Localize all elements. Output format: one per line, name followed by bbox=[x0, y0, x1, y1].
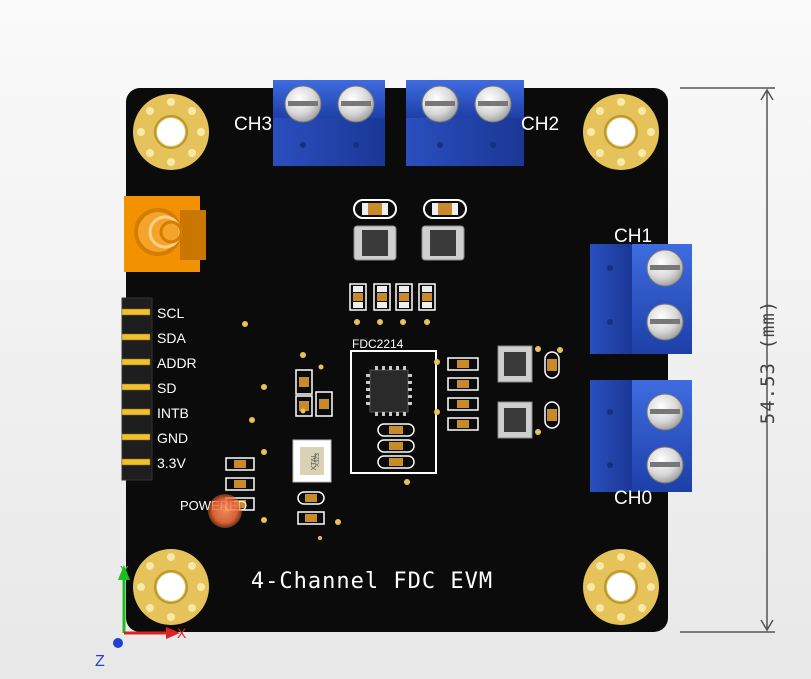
pin-label-3v3: 3.3V bbox=[157, 455, 186, 471]
chip-capacitors bbox=[377, 423, 415, 469]
mount-hole-top-left bbox=[133, 94, 209, 170]
pin-label-scl: SCL bbox=[157, 305, 184, 321]
inductor-right bbox=[421, 225, 465, 261]
terminal-block-ch2[interactable] bbox=[406, 80, 524, 166]
mount-hole-bottom-right bbox=[583, 549, 659, 625]
capacitor-top-left bbox=[353, 199, 397, 219]
power-led bbox=[208, 494, 242, 528]
label-ch1: CH1 bbox=[614, 226, 652, 247]
pin-label-gnd: GND bbox=[157, 430, 188, 446]
mount-hole-bottom-left bbox=[133, 549, 209, 625]
inductors-right bbox=[497, 345, 560, 439]
capacitor-top-right bbox=[423, 199, 467, 219]
pin-label-addr: ADDR bbox=[157, 355, 197, 371]
passives-left-mid bbox=[295, 369, 333, 417]
orange-connector[interactable] bbox=[124, 196, 206, 272]
crystal-capacitors bbox=[297, 491, 325, 525]
label-ch2: CH2 bbox=[521, 114, 559, 135]
axis-label-x: X bbox=[177, 625, 187, 641]
dimension-measure[interactable] bbox=[680, 87, 775, 633]
terminal-block-ch0[interactable] bbox=[590, 380, 692, 492]
pin-label-sda: SDA bbox=[157, 330, 186, 346]
pin-header[interactable] bbox=[121, 297, 153, 481]
inductor-left bbox=[353, 225, 397, 261]
pcb-board[interactable] bbox=[126, 88, 668, 632]
crystal-label: XTAL bbox=[311, 453, 318, 470]
terminal-block-ch1[interactable] bbox=[590, 244, 692, 354]
mount-hole-top-right bbox=[583, 94, 659, 170]
chip-label: FDC2214 bbox=[352, 337, 404, 351]
fdc2214-chip[interactable] bbox=[366, 366, 412, 416]
axis-triad bbox=[113, 565, 180, 648]
resistor-array bbox=[349, 283, 436, 311]
axis-label-y: Y bbox=[120, 563, 129, 578]
crystal-code: X323 bbox=[315, 452, 321, 467]
label-ch0: CH0 bbox=[614, 488, 652, 509]
label-ch3: CH3 bbox=[234, 114, 272, 135]
dimension-label: 54.53 (mm) bbox=[757, 299, 779, 425]
vias bbox=[242, 319, 563, 540]
terminal-block-ch3[interactable] bbox=[273, 80, 385, 166]
pin-label-intb: INTB bbox=[157, 405, 189, 421]
pin-label-sd: SD bbox=[157, 380, 176, 396]
crystal-oscillator: XTAL X323 bbox=[292, 439, 332, 483]
resistors-right-of-chip bbox=[447, 357, 479, 431]
board-title: 4-Channel FDC EVM bbox=[251, 569, 493, 594]
axis-label-z: Z bbox=[95, 653, 105, 670]
